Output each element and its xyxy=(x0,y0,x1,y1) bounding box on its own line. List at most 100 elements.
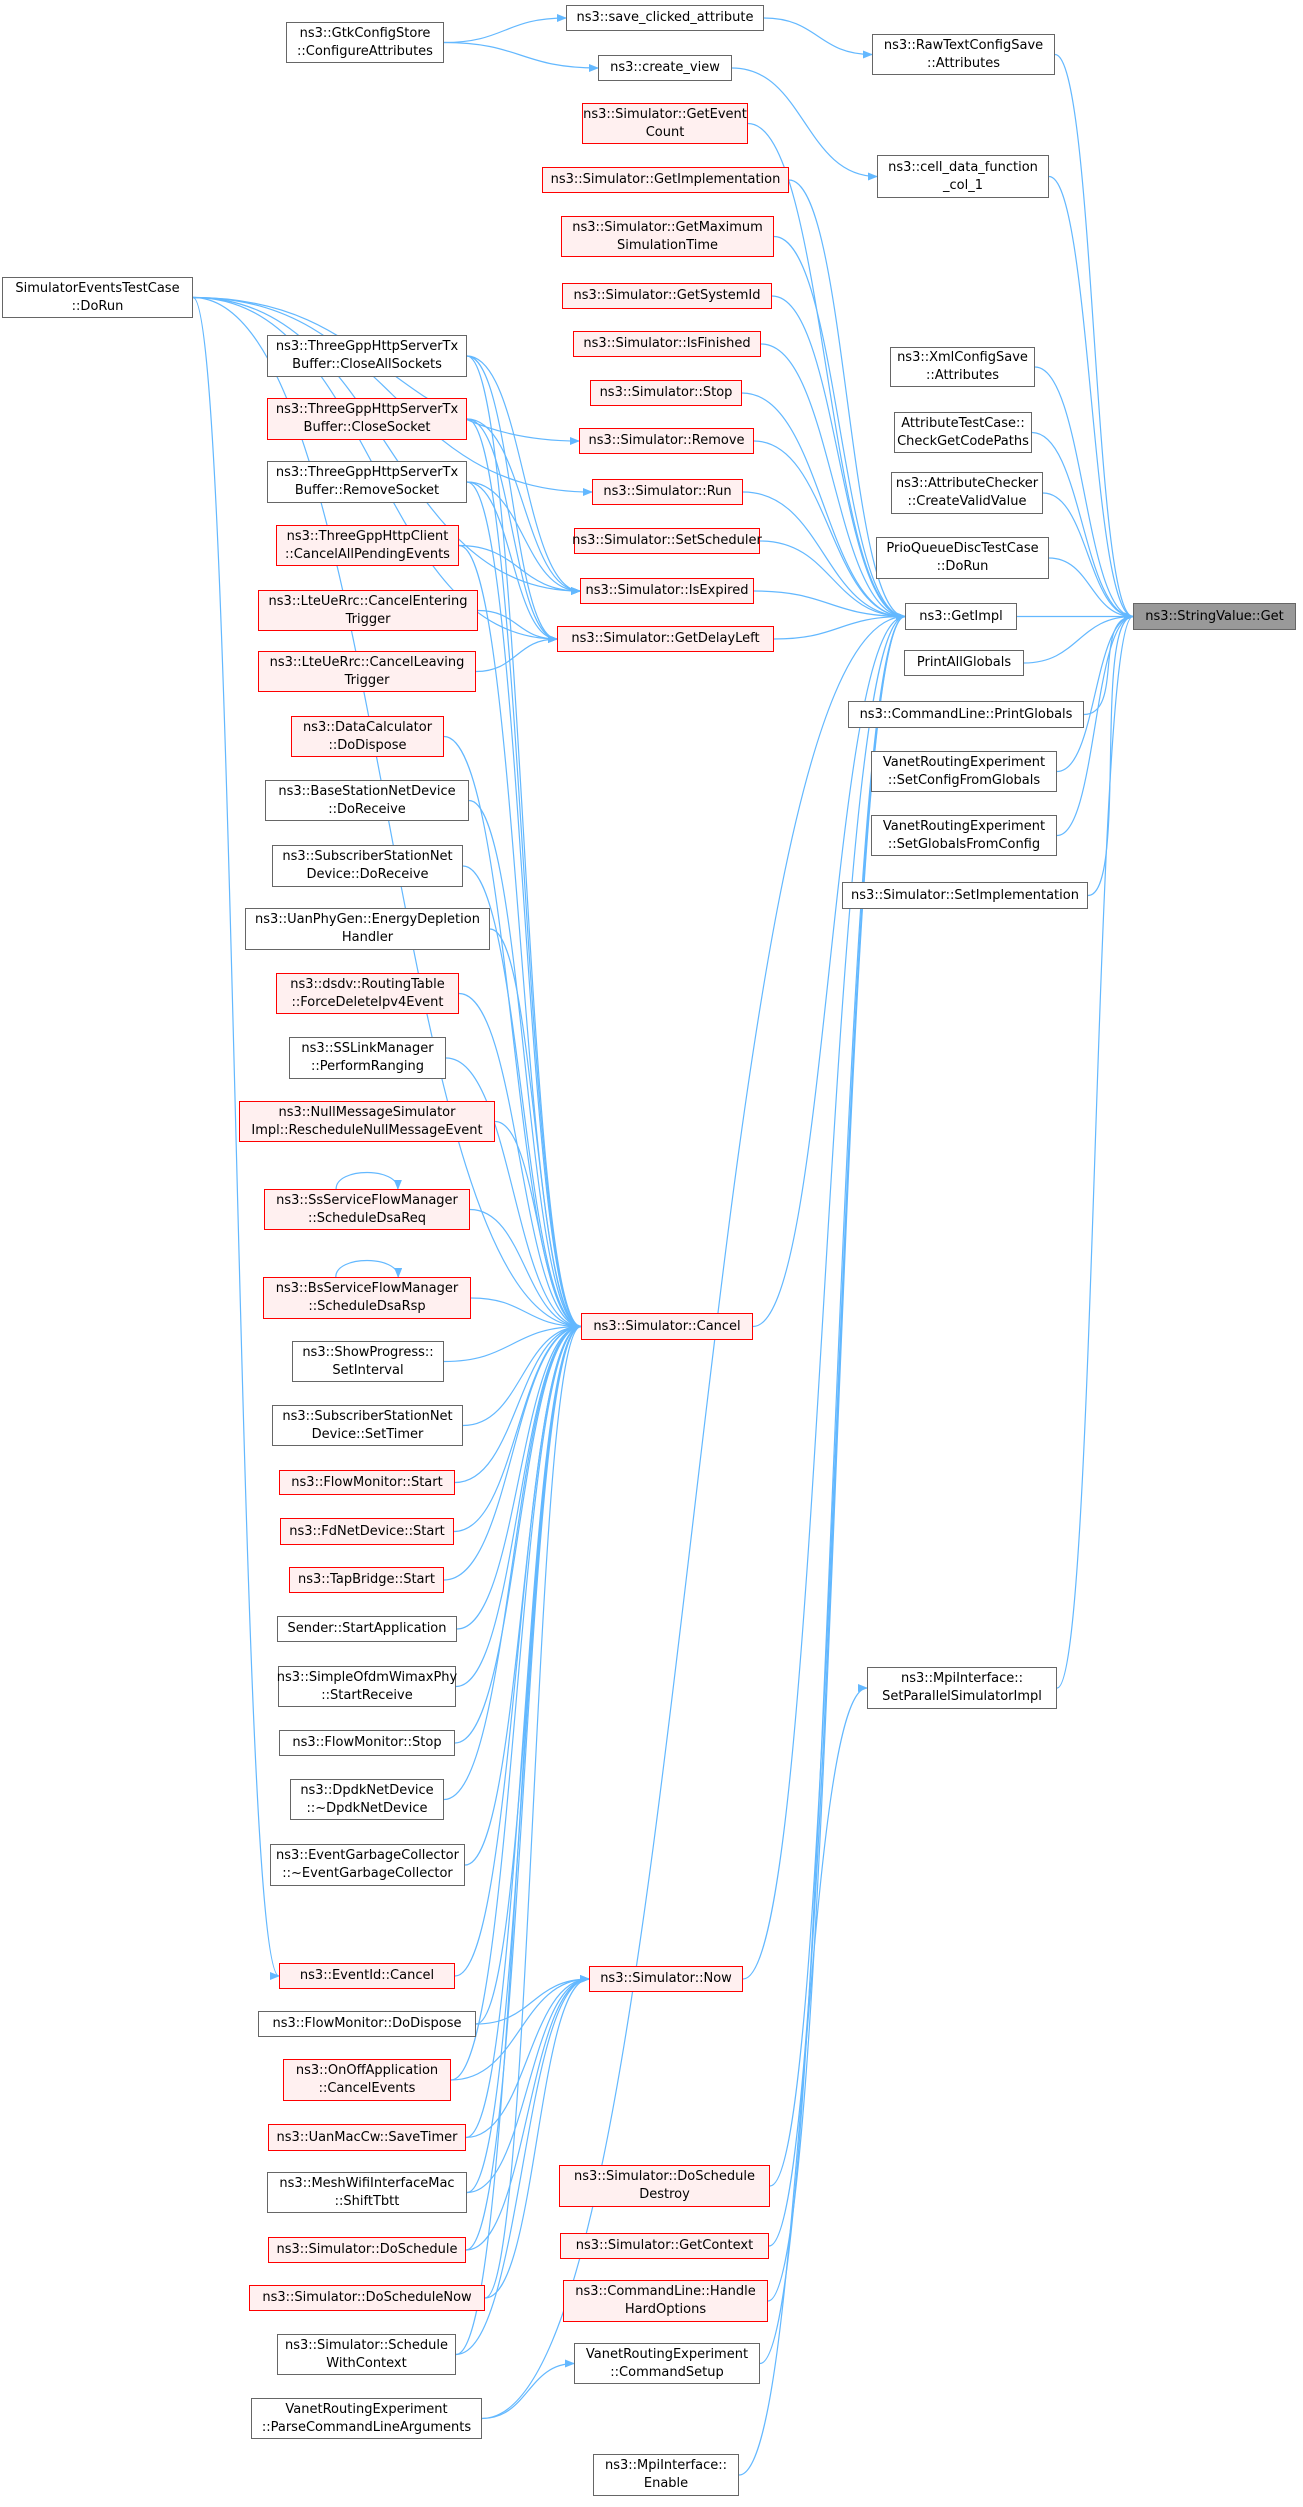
node-xml-config-save[interactable]: ns3::XmlConfigSave::Attributes xyxy=(890,347,1035,387)
node-event-id-cancel[interactable]: ns3::EventId::Cancel xyxy=(279,1963,455,1989)
node-show-progress-interval[interactable]: ns3::ShowProgress::SetInterval xyxy=(292,1341,444,1382)
node-base-station-receive[interactable]: ns3::BaseStationNetDevice::DoReceive xyxy=(265,780,469,821)
node-on-off-cancel[interactable]: ns3::OnOffApplication::CancelEvents xyxy=(283,2059,451,2101)
edge-subscriber-set-timer-to-sim-cancel xyxy=(462,1322,582,1427)
edge-sim-get-system-id-to-get-impl xyxy=(771,295,906,621)
node-ss-schedule-dsa-req[interactable]: ns3::SsServiceFlowManager::ScheduleDsaRe… xyxy=(264,1189,470,1230)
node-sim-set-scheduler[interactable]: ns3::Simulator::SetScheduler xyxy=(572,528,762,554)
node-flow-monitor-dispose[interactable]: ns3::FlowMonitor::DoDispose xyxy=(258,2011,476,2037)
edge-sim-is-expired-to-get-impl xyxy=(753,590,906,621)
node-sslink-ranging[interactable]: ns3::SSLinkManager::PerformRanging xyxy=(289,1037,446,1079)
node-event-gcdestructor[interactable]: ns3::EventGarbageCollector::~EventGarbag… xyxy=(270,1844,465,1886)
node-label: ns3::StringValue::Get xyxy=(1145,608,1284,624)
node-label: ns3::GtkConfigStore xyxy=(299,25,431,41)
node-attribute-checker[interactable]: ns3::AttributeChecker::CreateValidValue xyxy=(891,472,1043,514)
node-sim-get-context[interactable]: ns3::Simulator::GetContext xyxy=(560,2233,769,2259)
node-print-globals[interactable]: ns3::CommandLine::PrintGlobals xyxy=(848,701,1084,728)
node-string-value-get: ns3::StringValue::Get xyxy=(1133,603,1296,630)
node-label: ns3::Simulator::Run xyxy=(603,484,732,499)
edge-flow-monitor-stop-to-sim-cancel xyxy=(454,1322,582,1744)
node-gtk-config-store[interactable]: ns3::GtkConfigStore::ConfigureAttributes xyxy=(286,22,444,63)
node-vanet-command-setup[interactable]: VanetRoutingExperiment::CommandSetup xyxy=(574,2343,760,2384)
node-sim-get-implementation[interactable]: ns3::Simulator::GetImplementation xyxy=(542,167,789,193)
node-flow-monitor-stop[interactable]: ns3::FlowMonitor::Stop xyxy=(279,1730,455,1756)
node-label: ns3::Simulator::IsExpired xyxy=(585,583,749,598)
edge-sim-run-to-get-impl xyxy=(742,491,906,621)
node-label: ns3::Simulator::SetImplementation xyxy=(851,887,1079,903)
node-create-view[interactable]: ns3::create_view xyxy=(598,55,732,81)
node-raw-text-config-save[interactable]: ns3::RawTextConfigSave::Attributes xyxy=(872,34,1055,75)
node-label: ::CancelEvents xyxy=(318,2081,416,2096)
node-tap-bridge-start[interactable]: ns3::TapBridge::Start xyxy=(289,1567,444,1593)
node-label: ::ConfigureAttributes xyxy=(297,43,433,59)
node-vanet-config-from-globals[interactable]: VanetRoutingExperiment::SetConfigFromGlo… xyxy=(871,751,1057,792)
edge-sim-set-scheduler-to-get-impl xyxy=(759,540,906,621)
edge-cmd-handle-hard-to-get-impl xyxy=(767,612,906,2302)
node-attribute-test-case[interactable]: AttributeTestCase::CheckGetCodePaths xyxy=(894,412,1032,453)
node-sim-is-finished[interactable]: ns3::Simulator::IsFinished xyxy=(573,331,761,357)
node-label: ns3::Simulator::IsFinished xyxy=(583,336,751,351)
node-label: ns3::Simulator::Cancel xyxy=(593,1318,741,1334)
node-flow-monitor-start[interactable]: ns3::FlowMonitor::Start xyxy=(279,1470,455,1495)
node-sim-events-test-case[interactable]: SimulatorEventsTestCase::DoRun xyxy=(2,277,193,318)
node-save-clicked[interactable]: ns3::save_clicked_attribute xyxy=(566,5,764,31)
edge-sslink-ranging-to-sim-cancel xyxy=(445,1057,582,1331)
node-dsdv-force-delete[interactable]: ns3::dsdv::RoutingTable::ForceDeleteIpv4… xyxy=(276,973,459,1014)
node-label: ::SetGlobalsFromConfig xyxy=(887,836,1041,852)
node-print-all-globals[interactable]: PrintAllGlobals xyxy=(904,650,1024,676)
node-get-impl[interactable]: ns3::GetImpl xyxy=(905,603,1017,630)
node-label: ns3::Simulator::DoScheduleNow xyxy=(262,2290,472,2305)
node-uan-save-timer[interactable]: ns3::UanMacCw::SaveTimer xyxy=(268,2124,466,2151)
node-sim-set-implementation[interactable]: ns3::Simulator::SetImplementation xyxy=(842,882,1088,909)
node-sim-stop[interactable]: ns3::Simulator::Stop xyxy=(590,380,742,406)
node-label: ns3::dsdv::RoutingTable xyxy=(290,976,445,992)
node-label: ns3::NullMessageSimulator xyxy=(278,1104,456,1120)
node-label: PrioQueueDiscTestCase xyxy=(886,541,1039,556)
node-vanet-globals-from-config[interactable]: VanetRoutingExperiment::SetGlobalsFromCo… xyxy=(871,815,1057,856)
node-label: ns3::SSLinkManager xyxy=(301,1041,434,1056)
node-data-calc-dispose[interactable]: ns3::DataCalculator::DoDispose xyxy=(291,716,444,757)
node-sim-cancel[interactable]: ns3::Simulator::Cancel xyxy=(581,1313,753,1340)
node-mpi-enable[interactable]: ns3::MpiInterface::Enable xyxy=(593,2454,739,2496)
node-cell-data-function[interactable]: ns3::cell_data_function_col_1 xyxy=(877,155,1049,198)
node-vanet-parse-args[interactable]: VanetRoutingExperiment::ParseCommandLine… xyxy=(251,2398,482,2439)
node-dpdk-destructor[interactable]: ns3::DpdkNetDevice::~DpdkNetDevice xyxy=(290,1779,444,1820)
node-label: ns3::MpiInterface:: xyxy=(604,2458,728,2473)
node-mesh-shift-tbtt[interactable]: ns3::MeshWifiInterfaceMac::ShiftTbtt xyxy=(267,2172,467,2213)
node-label: ns3::RawTextConfigSave xyxy=(883,37,1044,53)
node-ofdm-start-receive[interactable]: ns3::SimpleOfdmWimaxPhy::StartReceive xyxy=(277,1666,457,1707)
edge-subscriber-receive-to-sim-cancel xyxy=(462,865,582,1331)
node-sim-now[interactable]: ns3::Simulator::Now xyxy=(589,1966,743,1992)
node-sim-get-delay-left[interactable]: ns3::Simulator::GetDelayLeft xyxy=(557,626,774,652)
node-bs-schedule-dsa-rsp[interactable]: ns3::BsServiceFlowManager::ScheduleDsaRs… xyxy=(263,1277,471,1319)
node-sim-remove[interactable]: ns3::Simulator::Remove xyxy=(579,428,754,454)
node-sim-run[interactable]: ns3::Simulator::Run xyxy=(592,479,743,505)
node-label: Buffer::CloseSocket xyxy=(303,420,431,435)
node-prio-queue-disc[interactable]: PrioQueueDiscTestCase::DoRun xyxy=(876,537,1049,579)
node-label: ::DoRun xyxy=(71,298,124,314)
node-mpi-set-parallel[interactable]: ns3::MpiInterface::SetParallelSimulatorI… xyxy=(867,1667,1057,1709)
node-tgpp-client-cancel[interactable]: ns3::ThreeGppHttpClient::CancelAllPendin… xyxy=(276,525,459,566)
edge-tgpp-close-socket-to-sim-get-delay-left xyxy=(466,418,558,643)
node-label: PrintAllGlobals xyxy=(916,655,1012,670)
node-sim-do-schedule[interactable]: ns3::Simulator::DoSchedule xyxy=(268,2237,466,2263)
node-sender-start-app[interactable]: Sender::StartApplication xyxy=(277,1616,457,1642)
node-fd-net-device-start[interactable]: ns3::FdNetDevice::Start xyxy=(280,1518,454,1545)
node-sim-get-system-id[interactable]: ns3::Simulator::GetSystemId xyxy=(562,283,772,309)
node-sim-is-expired[interactable]: ns3::Simulator::IsExpired xyxy=(580,578,754,604)
node-sim-do-schedule-now[interactable]: ns3::Simulator::DoScheduleNow xyxy=(249,2285,485,2311)
